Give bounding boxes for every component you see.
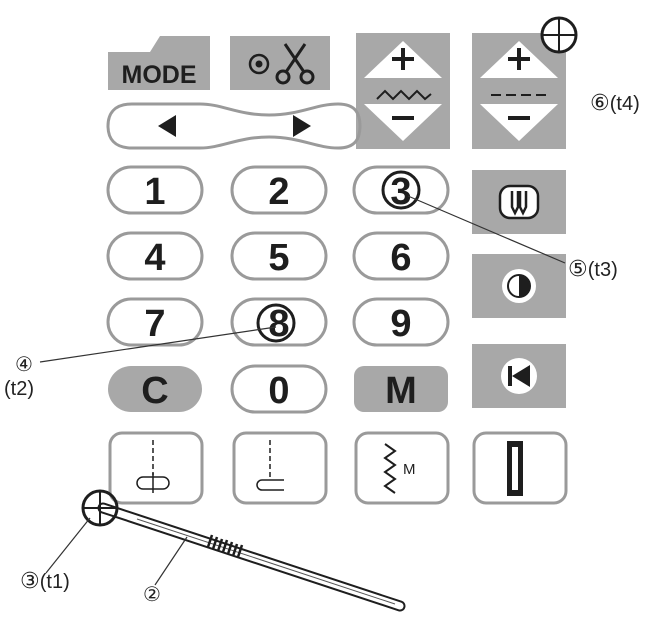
length-minus-icon[interactable] <box>480 104 558 141</box>
mode-key[interactable]: MODE <box>108 36 210 90</box>
svg-text:6: 6 <box>390 237 411 279</box>
digit-key-7[interactable]: 7 <box>106 297 204 347</box>
clear-key[interactable]: C <box>108 366 202 412</box>
memory-key[interactable]: M <box>354 366 448 412</box>
digit-key-6[interactable]: 6 <box>352 231 450 281</box>
stitch-width-key[interactable] <box>356 33 450 149</box>
digit-key-4[interactable]: 4 <box>106 231 204 281</box>
restart-key[interactable] <box>472 344 566 408</box>
digit-key-5[interactable]: 5 <box>230 231 328 281</box>
zigzag-icon <box>383 443 397 494</box>
buttonhole-key-1[interactable] <box>108 431 204 505</box>
callout-5-number: ⑤ <box>568 256 588 281</box>
callout-4-number: ④ <box>15 354 33 376</box>
svg-text:5: 5 <box>268 237 289 279</box>
callout-2-number: ② <box>143 584 161 606</box>
svg-text:7: 7 <box>144 303 165 345</box>
numpad: 1 2 3 4 5 6 7 8 <box>106 165 450 414</box>
mode-key-label: MODE <box>122 61 197 89</box>
leader-lines <box>39 195 566 586</box>
callout-5-tag: (t3) <box>588 259 618 281</box>
callout-5: ⑤(t3) <box>568 256 618 281</box>
twin-needle-key[interactable] <box>472 170 566 234</box>
svg-text:1: 1 <box>144 171 165 213</box>
scissors-icon <box>275 43 315 85</box>
svg-text:C: C <box>141 370 168 412</box>
needle-cut-key[interactable] <box>230 36 330 90</box>
stitch-length-key[interactable] <box>472 33 566 149</box>
digit-key-3[interactable]: 3 <box>352 165 450 215</box>
svg-text:8: 8 <box>268 303 289 345</box>
touch-circle-icon <box>540 16 578 54</box>
digit-key-1[interactable]: 1 <box>106 165 204 215</box>
callout-6: ⑥(t4) <box>590 90 640 115</box>
callout-3-number: ③ <box>20 568 40 593</box>
twin-needle-icon <box>498 184 540 220</box>
digit-key-9[interactable]: 9 <box>352 297 450 347</box>
restart-icon <box>501 358 537 394</box>
mirror-image-key[interactable] <box>472 254 566 318</box>
digit-key-2[interactable]: 2 <box>230 165 328 215</box>
svg-text:3: 3 <box>390 171 411 213</box>
scroll-arrow-key[interactable] <box>106 102 362 150</box>
left-arrow-icon[interactable] <box>158 115 176 137</box>
callout-6-number: ⑥ <box>590 90 610 115</box>
svg-text:9: 9 <box>390 303 411 345</box>
callout-4-tag: (t2) <box>4 378 34 400</box>
svg-text:4: 4 <box>144 237 165 279</box>
needle-position-icon <box>248 53 270 75</box>
digit-key-8[interactable]: 8 <box>230 297 328 347</box>
callout-3: ③(t1) <box>20 568 70 593</box>
svg-text:2: 2 <box>268 171 289 213</box>
touch-circle-icon <box>256 303 296 343</box>
buttonhole-icon <box>256 440 284 491</box>
callout-3-tag: (t1) <box>40 571 70 593</box>
stylus-icon <box>81 489 406 612</box>
digit-key-0[interactable]: 0 <box>230 364 328 414</box>
stitch-m-key[interactable]: M <box>354 431 450 505</box>
mirror-image-icon <box>502 269 536 303</box>
touch-circle-icon <box>381 170 421 210</box>
width-minus-icon[interactable] <box>364 104 442 141</box>
svg-text:0: 0 <box>268 370 289 412</box>
stitch-width-icon <box>376 89 432 101</box>
touch-circle-icon <box>81 489 119 527</box>
callout-6-tag: (t4) <box>610 93 640 115</box>
buttonhole-key-2[interactable] <box>232 431 328 505</box>
bar-icon <box>507 441 523 496</box>
right-arrow-icon[interactable] <box>293 115 311 137</box>
svg-text:M: M <box>385 370 417 412</box>
bar-stitch-key[interactable] <box>472 431 568 505</box>
stitch-m-label: M <box>403 461 416 478</box>
buttonhole-icon <box>136 440 170 493</box>
